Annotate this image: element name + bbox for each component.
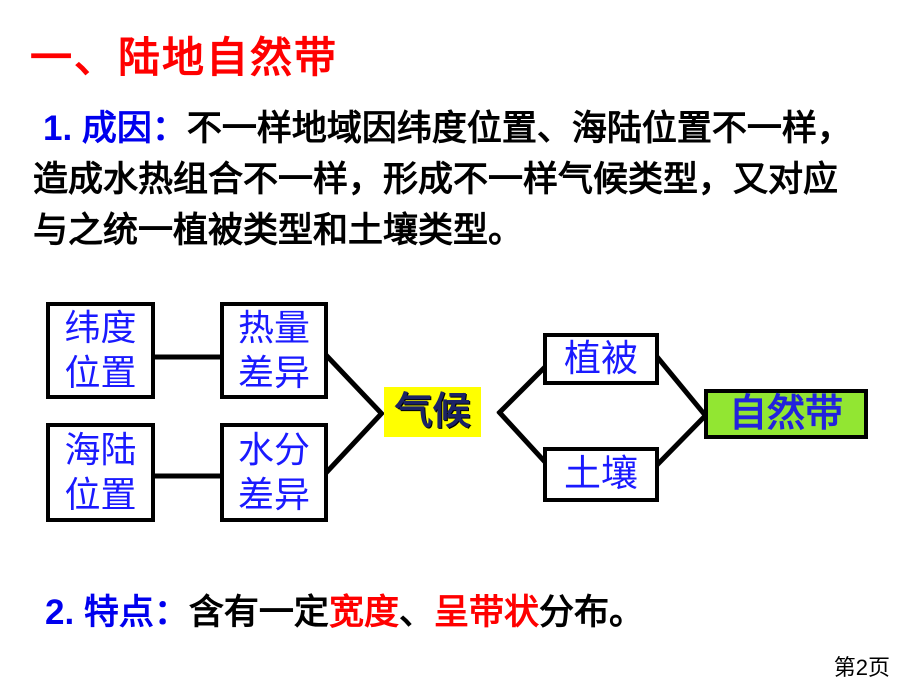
connector-moisture-climate [321,410,385,478]
point2-highlight-banded: 呈带状 [433,593,539,632]
diagram-box-latitude-position: 纬度 位置 [46,302,155,399]
point2-text-2: 、 [398,593,434,632]
slide-title: 一、陆地自然带 [30,34,339,81]
point1-line1-text: 不一样地域因纬度位置、海陆位置不一样， [186,109,852,148]
connector-soil-naturalzone [654,412,709,468]
page-number: 第2页 [833,655,890,680]
connector-climate-vegetation [496,363,549,416]
diagram-box-heat-difference: 热量 差异 [220,302,328,399]
point2-label: 2. 特点： [45,593,189,632]
connector-heat-climate [321,350,385,417]
point1-line1: 1. 成因：不一样地域因纬度位置、海陆位置不一样， [33,103,903,154]
connector-climate-soil [496,409,549,466]
diagram-box-moisture-difference: 水分 差异 [220,423,328,522]
point2-text-3: 分布。 [538,593,644,632]
diagram-box-climate: 气候 [384,387,481,437]
connector-vegetation-naturalzone [654,354,709,419]
diagram-box-vegetation: 植被 [543,333,659,385]
diagram-box-natural-zone: 自然带 [704,389,868,439]
point1-paragraph: 1. 成因：不一样地域因纬度位置、海陆位置不一样， 造成水热组合不一样，形成不一… [33,103,903,256]
point1-label: 1. 成因： [43,109,187,148]
point2-highlight-width: 宽度 [328,593,399,632]
point1-line2: 造成水热组合不一样，形成不一样气候类型，又对应 [33,160,839,199]
point2-line: 2. 特点：含有一定宽度、呈带状分布。 [45,584,644,635]
diagram-box-sealand-position: 海陆 位置 [46,423,155,522]
point2-text-1: 含有一定 [188,593,329,632]
point1-line3: 与之统一植被类型和土壤类型。 [33,211,524,250]
diagram-box-soil: 土壤 [543,447,659,502]
